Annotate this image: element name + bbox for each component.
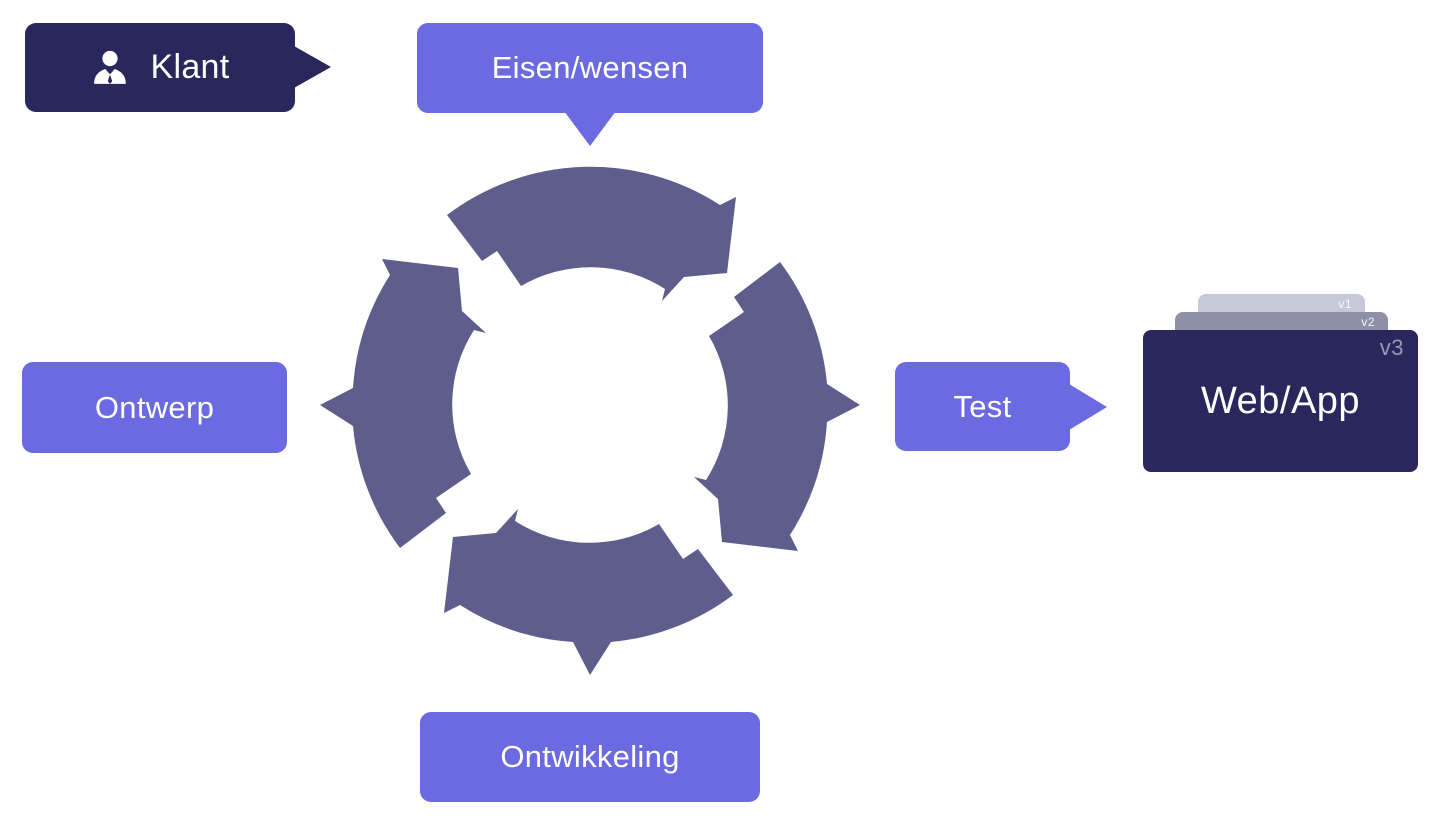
webapp-label: Web/App: [1200, 379, 1361, 422]
eisen-wensen-pointer-down-icon: [564, 111, 616, 146]
test-pointer-right-icon: [1069, 384, 1107, 430]
cycle-arrow-top: [447, 166, 736, 301]
webapp-version-stack: v1 v2 v3 Web/App: [1143, 294, 1418, 472]
ontwerp-label: Ontwerp: [94, 389, 215, 425]
user-tie-icon: [93, 50, 126, 84]
eisen-wensen-box: Eisen/wensen: [417, 23, 763, 113]
eisen-wensen-label: Eisen/wensen: [491, 50, 689, 85]
test-box: Test: [895, 362, 1070, 451]
cycle-arrow-bottom: [444, 509, 733, 675]
ontwikkeling-label: Ontwikkeling: [500, 739, 680, 774]
webapp-v3-tag: v3: [1379, 335, 1404, 360]
cycle-arrows-icon: [320, 166, 860, 675]
klant-label: Klant: [150, 48, 230, 86]
klant-box: Klant: [25, 23, 295, 112]
webapp-card: v3 Web/App: [1143, 330, 1418, 472]
cycle-arrow-right: [694, 262, 860, 551]
webapp-v1-tag: v1: [1338, 297, 1352, 311]
klant-arrow-right-icon: [294, 46, 331, 88]
test-label: Test: [953, 388, 1012, 424]
webapp-v2-tag: v2: [1361, 315, 1375, 329]
cycle-arrow-left: [320, 259, 486, 548]
ontwerp-box: Ontwerp: [22, 362, 287, 453]
ontwikkeling-box: Ontwikkeling: [420, 712, 760, 802]
